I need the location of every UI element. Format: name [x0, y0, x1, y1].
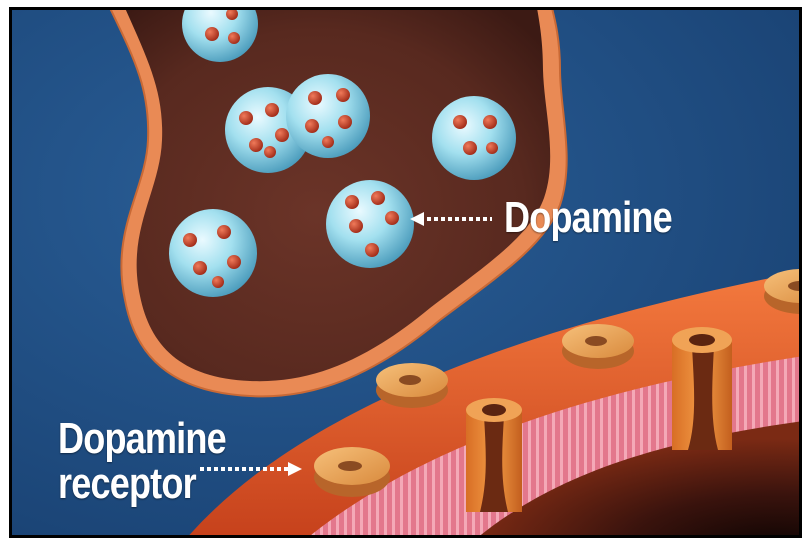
receptor-label-line2: receptor [58, 462, 196, 506]
receptor-icon [562, 324, 634, 369]
dopamine-label: Dopamine [504, 196, 672, 240]
vesicle-icon [286, 74, 370, 158]
receptor-label-line1: Dopamine [58, 417, 226, 461]
receptor-icon [314, 447, 390, 497]
channel-icon [466, 398, 522, 512]
vesicle-icon [326, 180, 414, 268]
receptor-icon [376, 363, 448, 408]
vesicle-icon [169, 209, 257, 297]
channel-icon [672, 327, 732, 450]
vesicle-icon [432, 96, 516, 180]
